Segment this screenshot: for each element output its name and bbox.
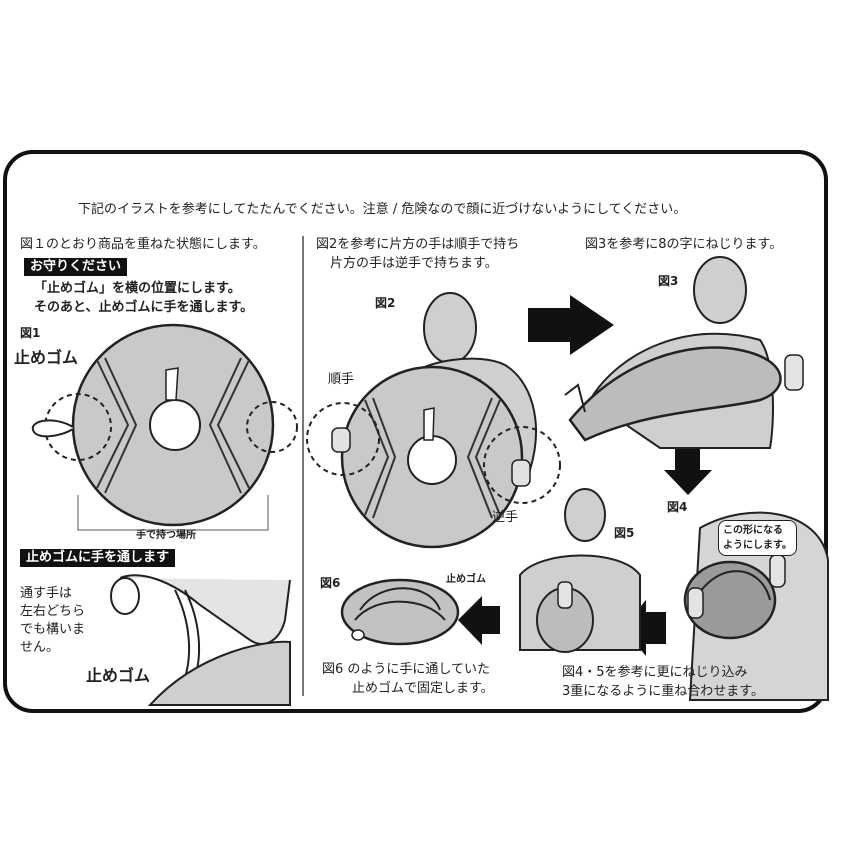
fig1-label: 図1 xyxy=(20,326,41,340)
backhand-label: 逆手 xyxy=(492,510,519,525)
fig6-label: 図6 xyxy=(320,576,341,590)
step3-instruction: 図3を参考に8の字にねじります。 xyxy=(585,237,783,252)
step2-line1: 図2を参考に片方の手は順手で持ち xyxy=(316,237,520,252)
fig1-grip-label: 手で持つ場所 xyxy=(136,530,196,541)
hand-through-band-illustration xyxy=(110,574,291,706)
fig4-label: 図4 xyxy=(667,500,688,514)
arrow-left-icon xyxy=(458,596,500,645)
fig2-label: 図2 xyxy=(375,296,396,310)
fig5-person-layering xyxy=(519,488,641,653)
fig3-person-twisting xyxy=(564,256,804,449)
band-hand-badge: 止めゴムに手を通します xyxy=(20,549,176,567)
arrow-down-icon xyxy=(664,448,712,495)
fig3-label: 図3 xyxy=(658,274,679,288)
step5-line2: 3重になるように重ね合わせます。 xyxy=(562,684,764,699)
step1b-band-label: 止めゴム xyxy=(86,666,151,685)
fig4-speech-bubble: この形になる ようにします。 xyxy=(718,520,797,556)
step6-line2: 止めゴムで固定します。 xyxy=(352,681,494,696)
arrow-left-icon xyxy=(622,600,666,656)
step1-note-line2: そのあと、止めゴムに手を通します。 xyxy=(34,300,254,315)
fig6-band-label: 止めゴム xyxy=(446,574,486,585)
step1b-note-0: 通す手は xyxy=(20,586,73,601)
step2-line2: 片方の手は逆手で持ちます。 xyxy=(330,256,498,271)
fig4-twisted-coil xyxy=(683,511,829,701)
forehand-label: 順手 xyxy=(328,372,355,387)
bubble-line2: ようにします。 xyxy=(723,540,792,551)
step1-instruction: 図１のとおり商品を重ねた状態にします。 xyxy=(20,237,266,252)
column-divider xyxy=(302,236,304,696)
arrow-right-icon xyxy=(528,295,614,355)
fig6-folded-disc xyxy=(340,578,460,646)
safety-note: 下記のイラストを参考にしてたたんでください。注意 / 危険なので顔に近づけないよ… xyxy=(78,202,687,217)
step6-line1: 図6 のように手に通していた xyxy=(322,662,491,677)
fig5-label: 図5 xyxy=(614,526,635,540)
fig1-shade-disc xyxy=(31,323,298,531)
step1b-note-1: 左右どちら xyxy=(20,604,86,619)
bubble-line1: この形になる xyxy=(723,525,783,536)
caution-badge: お守りください xyxy=(24,258,128,276)
step1b-note-2: でも構いま xyxy=(20,622,86,637)
step1-note-line1: 「止めゴム」を横の位置にします。 xyxy=(34,281,241,296)
fig1-band-label: 止めゴム xyxy=(14,348,79,367)
fig2-person-holding-disc xyxy=(306,292,561,549)
step5-line1: 図4・5を参考に更にねじり込み xyxy=(562,665,748,680)
step1b-note-3: せん。 xyxy=(20,640,60,655)
